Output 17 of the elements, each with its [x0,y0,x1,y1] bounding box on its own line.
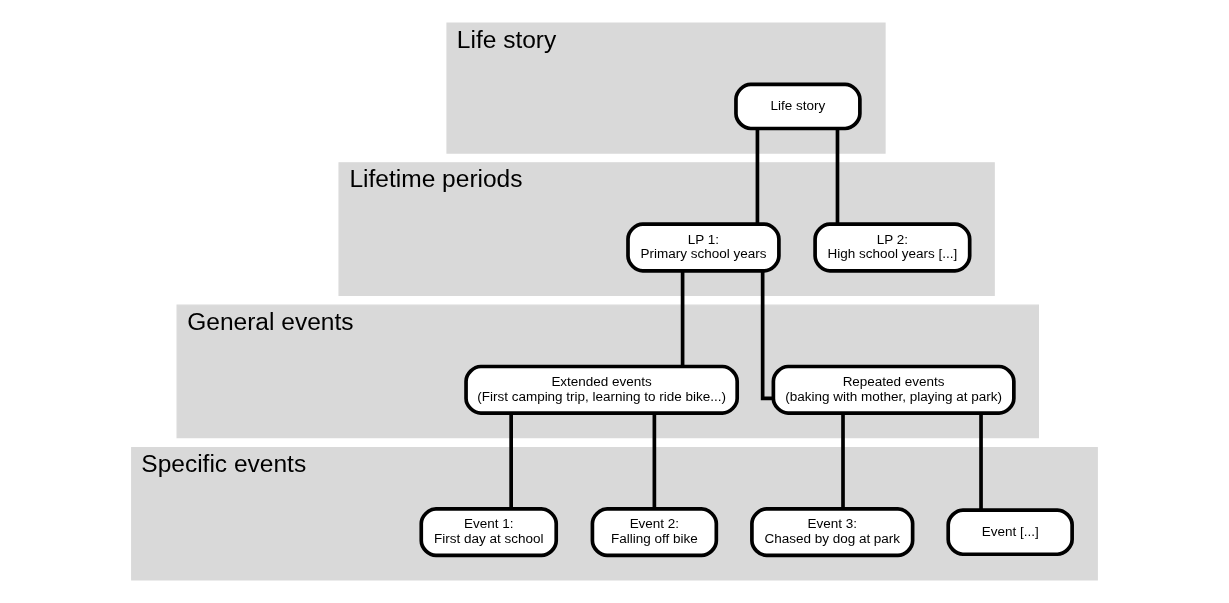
node-box: Event 3: Chased by dog at park [750,507,915,558]
node-box: Event 2: Falling off bike [590,507,719,558]
node-box: Extended events (First camping trip, learning to ride bike...) [464,364,740,415]
connector [979,413,983,510]
node-box: Repeated events (baking with mother, playing at park) [771,364,1016,415]
connector [760,271,774,401]
connector [680,271,685,367]
connector [841,413,845,509]
connector [755,128,760,224]
node-box: LP 2: High school years [...] [813,222,972,273]
node-box: Life story [734,82,862,131]
connector [509,413,513,509]
node-box: Event [...] [946,508,1074,557]
node-box: Event 1: First day at school [419,507,559,558]
connector [835,128,840,224]
connector [652,413,657,509]
node-box: LP 1: Primary school years [626,222,781,273]
